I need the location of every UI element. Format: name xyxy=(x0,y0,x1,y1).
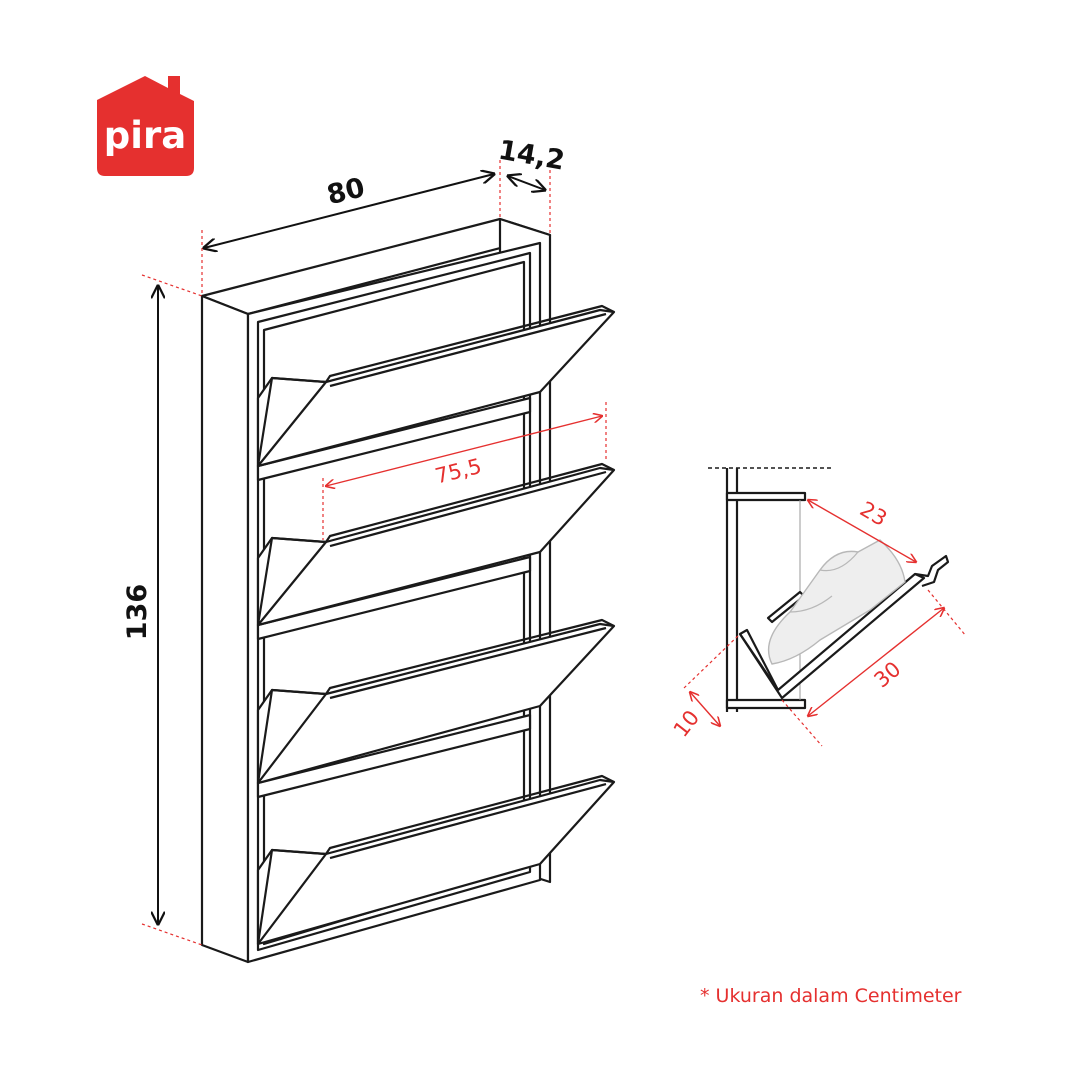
house-logo-shape xyxy=(97,76,194,176)
height-dimension: 136 xyxy=(122,274,203,946)
base-depth-label: 10 xyxy=(669,706,704,742)
width-dimension: 80 xyxy=(202,160,501,296)
width-label: 80 xyxy=(324,172,368,211)
flap-4 xyxy=(256,774,616,946)
height-label: 136 xyxy=(122,584,153,640)
depth-dimension: 14,2 xyxy=(496,135,567,235)
side-section-detail: 23 30 10 xyxy=(669,467,967,747)
logo-text: pira xyxy=(104,114,186,157)
flap-depth-label: 23 xyxy=(856,497,891,531)
flap-3 xyxy=(256,618,616,785)
unit-note: * Ukuran dalam Centimeter xyxy=(700,985,962,1007)
depth-label: 14,2 xyxy=(496,135,567,177)
shoe-cabinet-front-view xyxy=(200,217,616,964)
pira-logo: pira xyxy=(97,76,194,176)
